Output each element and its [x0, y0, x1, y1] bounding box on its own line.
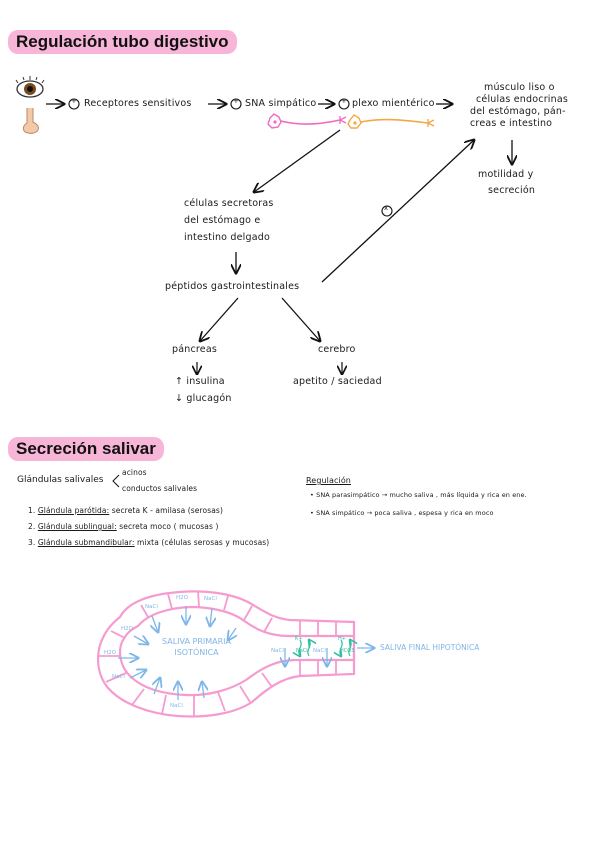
orange-neuron-icon: [347, 114, 435, 129]
list-item: 2. Glándula sublingual: secreta moco ( m…: [28, 522, 219, 531]
label-nacl-duct1: NaCl: [271, 648, 284, 654]
cerebro-label: cerebro: [318, 344, 356, 355]
section-title-secrecion: Secreción salivar: [8, 437, 164, 461]
label-k: K+: [295, 636, 303, 642]
inhibition-mark: x: [384, 204, 389, 212]
plus-circle: [68, 98, 80, 110]
glucagon-label: ↓ glucagón: [175, 393, 232, 404]
list-item: 1. Glándula parótida: secreta K - amilas…: [28, 506, 223, 515]
label-h: H+: [338, 636, 346, 642]
receptores-label: Receptores sensitivos: [84, 98, 192, 109]
label-h2o-top: H2O: [176, 595, 188, 601]
label-nacl-green: NaCl: [296, 648, 308, 654]
label-nacl-left: NaCl: [112, 674, 125, 680]
list-item: 3. Glándula submandibular: mixta (célula…: [28, 538, 270, 547]
saliva-primaria-label: SALIVA PRIMARIA ISOTÓNICA: [162, 637, 231, 657]
nose-icon: [22, 108, 39, 134]
musculo-label: músculo liso o células endocrinas del es…: [470, 82, 569, 129]
celulas-secretoras-label: células secretoras del estómago e intest…: [184, 198, 274, 243]
plus-sign: +: [233, 97, 239, 105]
label-h2o-left2: H2O: [104, 650, 116, 656]
pink-neuron-icon: [267, 113, 347, 129]
insulina-label: ↑ insulina: [175, 376, 225, 387]
plus-circle: [230, 98, 242, 110]
plus-circle: [338, 98, 350, 110]
label-nacl-bottom: NaCl: [170, 703, 183, 709]
eye-icon: [15, 76, 45, 98]
conductos-label: conductos salivales: [122, 484, 198, 493]
label-hco3-green: HCO3: [340, 648, 355, 654]
plus-sign: +: [341, 97, 347, 105]
regulacion-item: • SNA simpático → poca saliva , espesa y…: [310, 509, 494, 517]
plus-sign: +: [71, 97, 77, 105]
label-nacl-left-top: NaCl: [145, 604, 158, 610]
label-h2o-left1: H2O: [121, 626, 133, 632]
regulacion-heading: Regulación: [306, 476, 351, 485]
saliva-final-label: SALIVA FINAL HIPOTÓNICA: [380, 643, 480, 652]
acinos-label: acinos: [122, 468, 147, 477]
pancreas-label: páncreas: [172, 344, 218, 355]
sna-simpatico-label: SNA simpático: [245, 98, 317, 109]
salivary-gland-diagram: [97, 590, 374, 718]
glandulas-label: Glándulas salivales: [17, 475, 104, 485]
label-nacl-duct2: NaCl: [313, 648, 326, 654]
apetito-label: apetito / saciedad: [293, 376, 382, 387]
regulacion-item: • SNA parasimpático → mucho saliva , más…: [310, 491, 527, 499]
plexo-label: plexo mientérico: [352, 98, 435, 109]
peptidos-label: péptidos gastrointestinales: [165, 281, 300, 292]
section-title-regulacion: Regulación tubo digestivo: [8, 30, 237, 54]
glandulas-list: 1. Glándula parótida: secreta K - amilas…: [28, 506, 269, 554]
motilidad-label: motilidad y secreción: [478, 169, 536, 196]
label-nacl-top: NaCl: [204, 596, 217, 602]
